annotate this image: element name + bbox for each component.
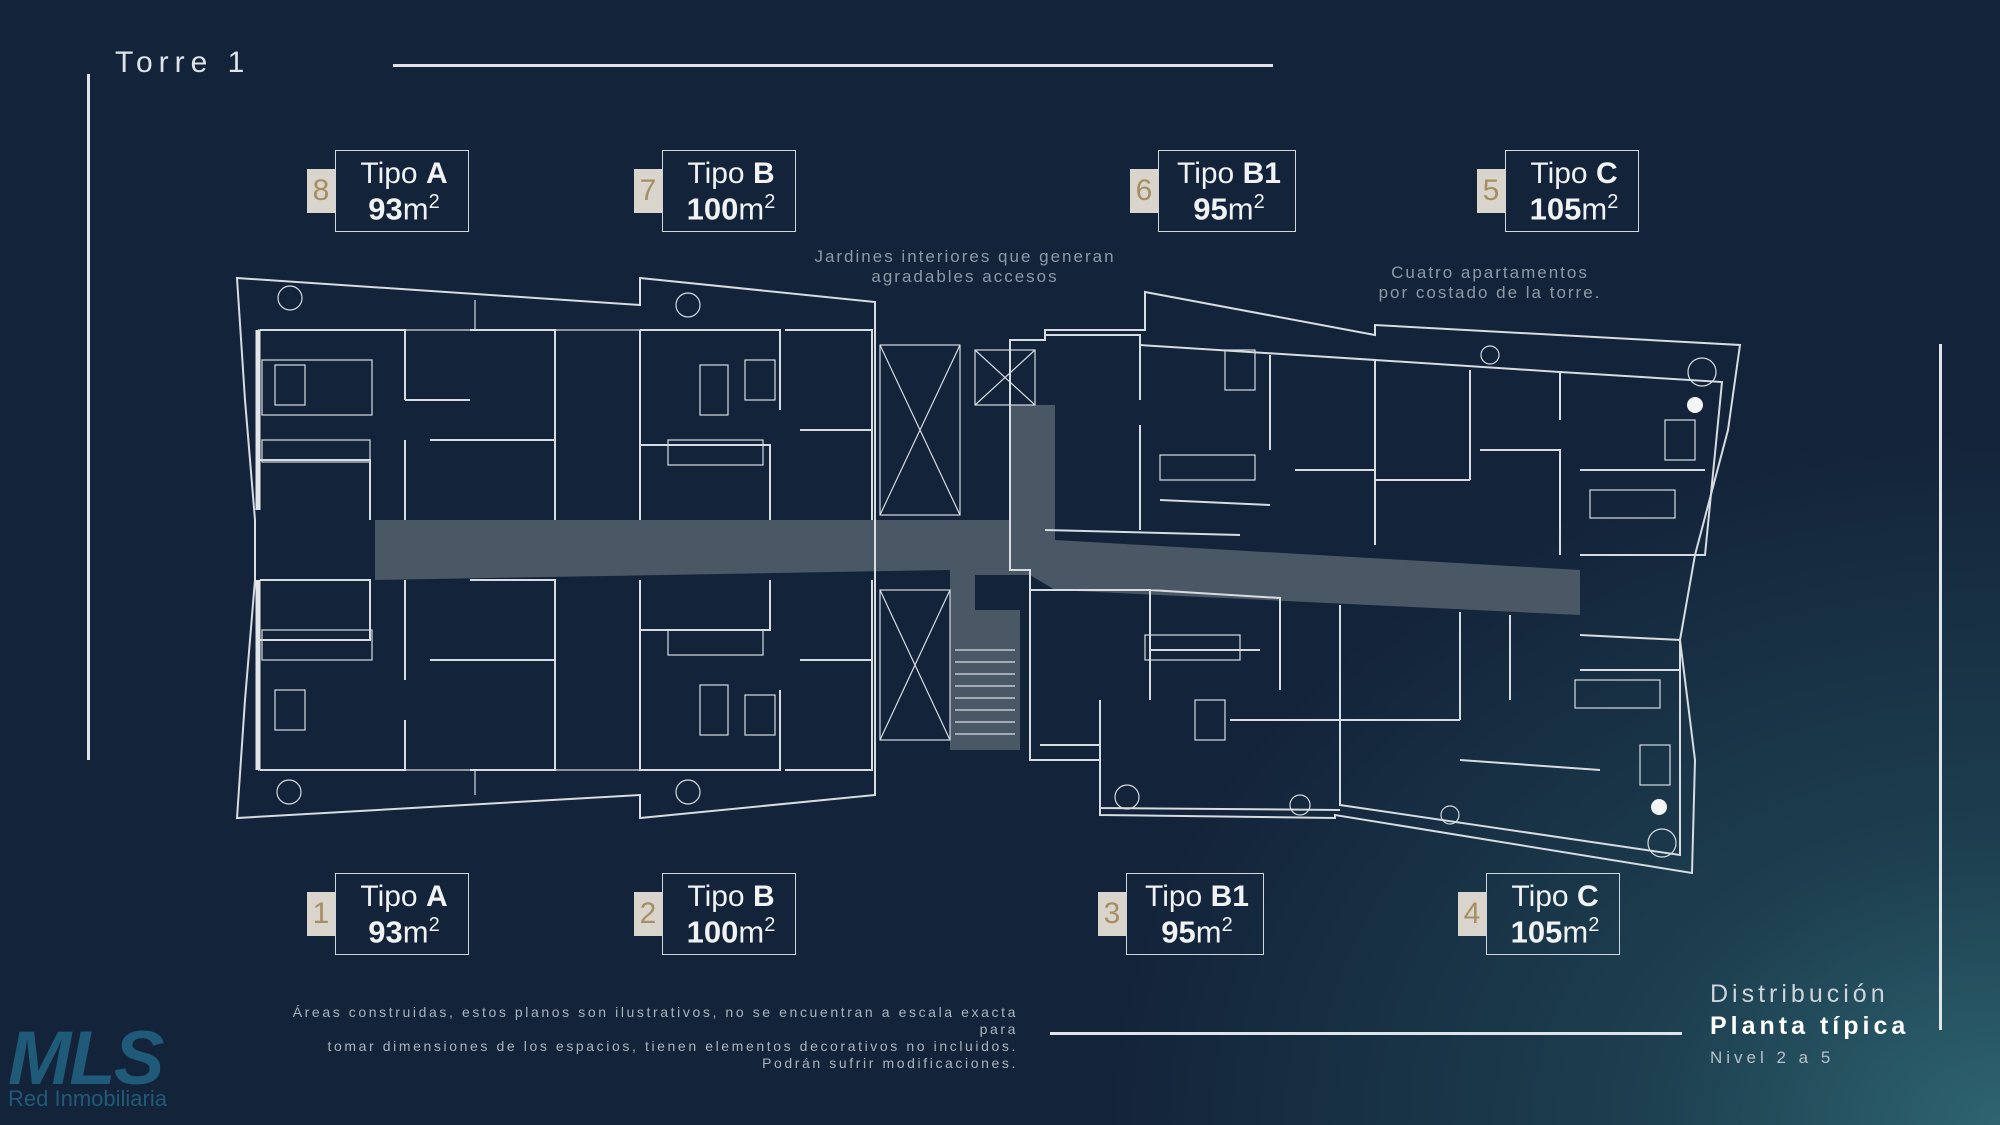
unit-area: 105m2 <box>1529 191 1619 227</box>
logo-subtitle: Red Inmobiliaria <box>8 1086 167 1111</box>
note-line: por costado de la torre. <box>1378 283 1602 302</box>
unit-area: 105m2 <box>1510 914 1600 950</box>
unit-info-box: Tipo B1 95m2 <box>1158 150 1296 233</box>
unit-type: Tipo A <box>360 880 448 913</box>
distribution-title: Planta típica <box>1710 1012 1910 1040</box>
unit-number: 4 <box>1458 892 1486 937</box>
stairs <box>955 649 1015 735</box>
unit-4-walls <box>1339 605 1681 857</box>
column-marker <box>1687 397 1703 413</box>
void-shafts <box>879 344 1036 741</box>
unit-7-walls <box>639 329 873 520</box>
unit-number: 6 <box>1130 169 1158 214</box>
unit-5-walls <box>1374 359 1724 556</box>
top-header-line <box>393 64 1273 67</box>
logo-text: MLS <box>8 1016 164 1101</box>
unit-number: 3 <box>1098 892 1126 937</box>
furniture <box>274 285 1717 858</box>
unit-info-box: Tipo B 100m2 <box>662 873 796 956</box>
disclaimer-line: Áreas construidas, estos planos son ilus… <box>292 1004 1018 1037</box>
unit-label-1[interactable]: 1 Tipo A 93m2 <box>307 873 469 956</box>
unit-number: 1 <box>307 892 335 937</box>
unit-area: 95m2 <box>1193 191 1265 227</box>
unit-info-box: Tipo A 93m2 <box>335 150 469 233</box>
unit-3-walls <box>1030 589 1341 811</box>
tower-title: Torre 1 <box>115 46 251 79</box>
unit-area: 93m2 <box>368 914 440 950</box>
disclaimer: Áreas construidas, estos planos son ilus… <box>250 1004 1018 1072</box>
unit-label-5[interactable]: 5 Tipo C 105m2 <box>1477 150 1639 233</box>
column-marker <box>1651 799 1667 815</box>
unit-label-4[interactable]: 4 Tipo C 105m2 <box>1458 873 1620 956</box>
note-line: Cuatro apartamentos <box>1391 263 1589 282</box>
common-corridor <box>375 405 1580 740</box>
bottom-footer-line <box>1050 1032 1682 1035</box>
note-four-apartments: Cuatro apartamentos por costado de la to… <box>1330 263 1650 303</box>
right-frame-line <box>1939 344 1942 1030</box>
unit-type: Tipo C <box>1530 157 1618 190</box>
disclaimer-line: Podrán sufrir modificaciones. <box>762 1055 1018 1071</box>
unit-number: 5 <box>1477 169 1505 214</box>
unit-area: 95m2 <box>1161 914 1233 950</box>
unit-type: Tipo B <box>687 157 775 190</box>
unit-type: Tipo B1 <box>1177 157 1281 190</box>
unit-label-8[interactable]: 8 Tipo A 93m2 <box>307 150 469 233</box>
left-frame-line <box>87 74 90 760</box>
unit-type: Tipo A <box>360 157 448 190</box>
unit-8-walls <box>260 329 556 520</box>
unit-label-2[interactable]: 2 Tipo B 100m2 <box>634 873 796 956</box>
right-block-outline <box>1009 290 1742 875</box>
unit-label-6[interactable]: 6 Tipo B1 95m2 <box>1130 150 1296 233</box>
unit-info-box: Tipo C 105m2 <box>1486 873 1620 956</box>
unit-number: 2 <box>634 892 662 937</box>
unit-type: Tipo C <box>1511 880 1599 913</box>
unit-area: 100m2 <box>686 914 776 950</box>
note-line: Jardines interiores que generan <box>814 247 1116 266</box>
disclaimer-line: tomar dimensiones de los espacios, tiene… <box>327 1038 1018 1054</box>
unit-6-walls <box>1044 334 1376 545</box>
unit-label-3[interactable]: 3 Tipo B1 95m2 <box>1098 873 1264 956</box>
unit-number: 7 <box>634 169 662 214</box>
note-line: agradables accesos <box>871 267 1059 286</box>
unit-1-walls <box>260 579 556 771</box>
unit-type: Tipo B1 <box>1145 880 1249 913</box>
unit-info-box: Tipo B 100m2 <box>662 150 796 233</box>
unit-number: 8 <box>307 169 335 214</box>
unit-area: 93m2 <box>368 191 440 227</box>
left-block-outline <box>235 276 876 820</box>
distribution-label: Distribución <box>1710 980 1889 1008</box>
distribution-levels: Nivel 2 a 5 <box>1710 1048 1835 1067</box>
unit-type: Tipo B <box>687 880 775 913</box>
unit-info-box: Tipo B1 95m2 <box>1126 873 1264 956</box>
unit-info-box: Tipo A 93m2 <box>335 873 469 956</box>
stair-core <box>950 610 1020 750</box>
note-interior-gardens: Jardines interiores que generan agradabl… <box>760 247 1170 287</box>
unit-label-7[interactable]: 7 Tipo B 100m2 <box>634 150 796 233</box>
unit-area: 100m2 <box>686 191 776 227</box>
unit-2-walls <box>639 580 873 771</box>
unit-info-box: Tipo C 105m2 <box>1505 150 1639 233</box>
mls-logo: MLS <box>8 1015 164 1102</box>
